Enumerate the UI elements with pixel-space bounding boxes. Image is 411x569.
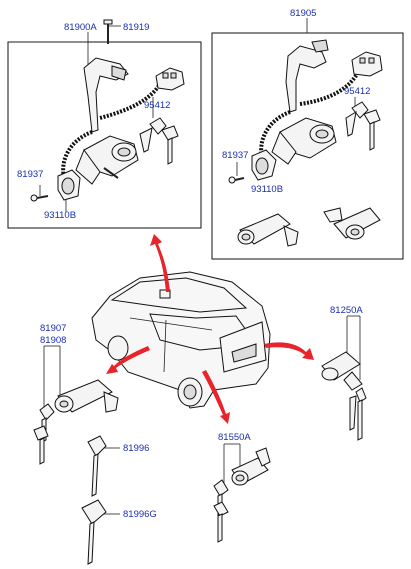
vehicle-illustration <box>91 271 271 409</box>
left-assembly-frame <box>7 41 202 229</box>
label-81937-right: 81937 <box>222 150 248 161</box>
label-81900A: 81900A <box>64 22 97 33</box>
key-81996G <box>81 499 120 565</box>
screw-81937-left <box>30 194 49 202</box>
lock-cylinder-left <box>75 135 139 185</box>
arrow-to-tailgate-lock <box>264 342 314 360</box>
label-81550A: 81550A <box>218 432 251 443</box>
connector-95412-left <box>155 67 185 91</box>
lock-bracket-right <box>285 39 329 113</box>
key-81996 <box>87 435 120 497</box>
immobilizer-coil-left <box>57 169 81 201</box>
fuel-lid-lock-set <box>213 443 271 543</box>
label-93110B-right: 93110B <box>251 184 283 195</box>
connector-95412-right <box>351 51 383 77</box>
label-81908: 81908 <box>40 335 66 346</box>
ignition-lock-assembly-group-left <box>7 19 202 229</box>
label-95412-left: 95412 <box>144 100 170 111</box>
ignition-lock-assembly-group-right <box>211 18 404 260</box>
immobilizer-coil-right <box>251 149 277 181</box>
lock-bracket-left <box>83 57 129 133</box>
screw-81937-right <box>228 176 245 184</box>
lock-cylinder-right <box>271 117 337 165</box>
label-81919: 81919 <box>123 22 149 33</box>
label-81996: 81996 <box>123 443 149 454</box>
keys-left <box>139 117 179 165</box>
door-lock-cylinder-a <box>237 213 299 247</box>
label-93110B-left: 93110B <box>44 210 76 221</box>
screw-81919 <box>103 19 113 44</box>
label-81905: 81905 <box>290 8 316 19</box>
label-81996G: 81996G <box>123 509 157 520</box>
label-81907: 81907 <box>40 323 66 334</box>
label-81937-left: 81937 <box>17 169 43 180</box>
label-95412-right: 95412 <box>344 86 370 97</box>
arrow-to-fuel-lid-lock <box>202 370 230 424</box>
right-assembly-frame <box>211 32 404 260</box>
location-arrows <box>106 234 314 424</box>
tailgate-lock-set <box>321 315 367 441</box>
arrow-to-ignition <box>150 234 170 292</box>
wire-harness-left <box>61 67 185 179</box>
label-81250A: 81250A <box>330 305 363 316</box>
steering-lock-location <box>159 289 171 299</box>
front-door-lock-set <box>33 345 119 465</box>
keys-right <box>345 101 381 151</box>
arrow-to-door-lock-left <box>106 346 150 374</box>
door-lock-cylinder-b <box>323 207 381 240</box>
